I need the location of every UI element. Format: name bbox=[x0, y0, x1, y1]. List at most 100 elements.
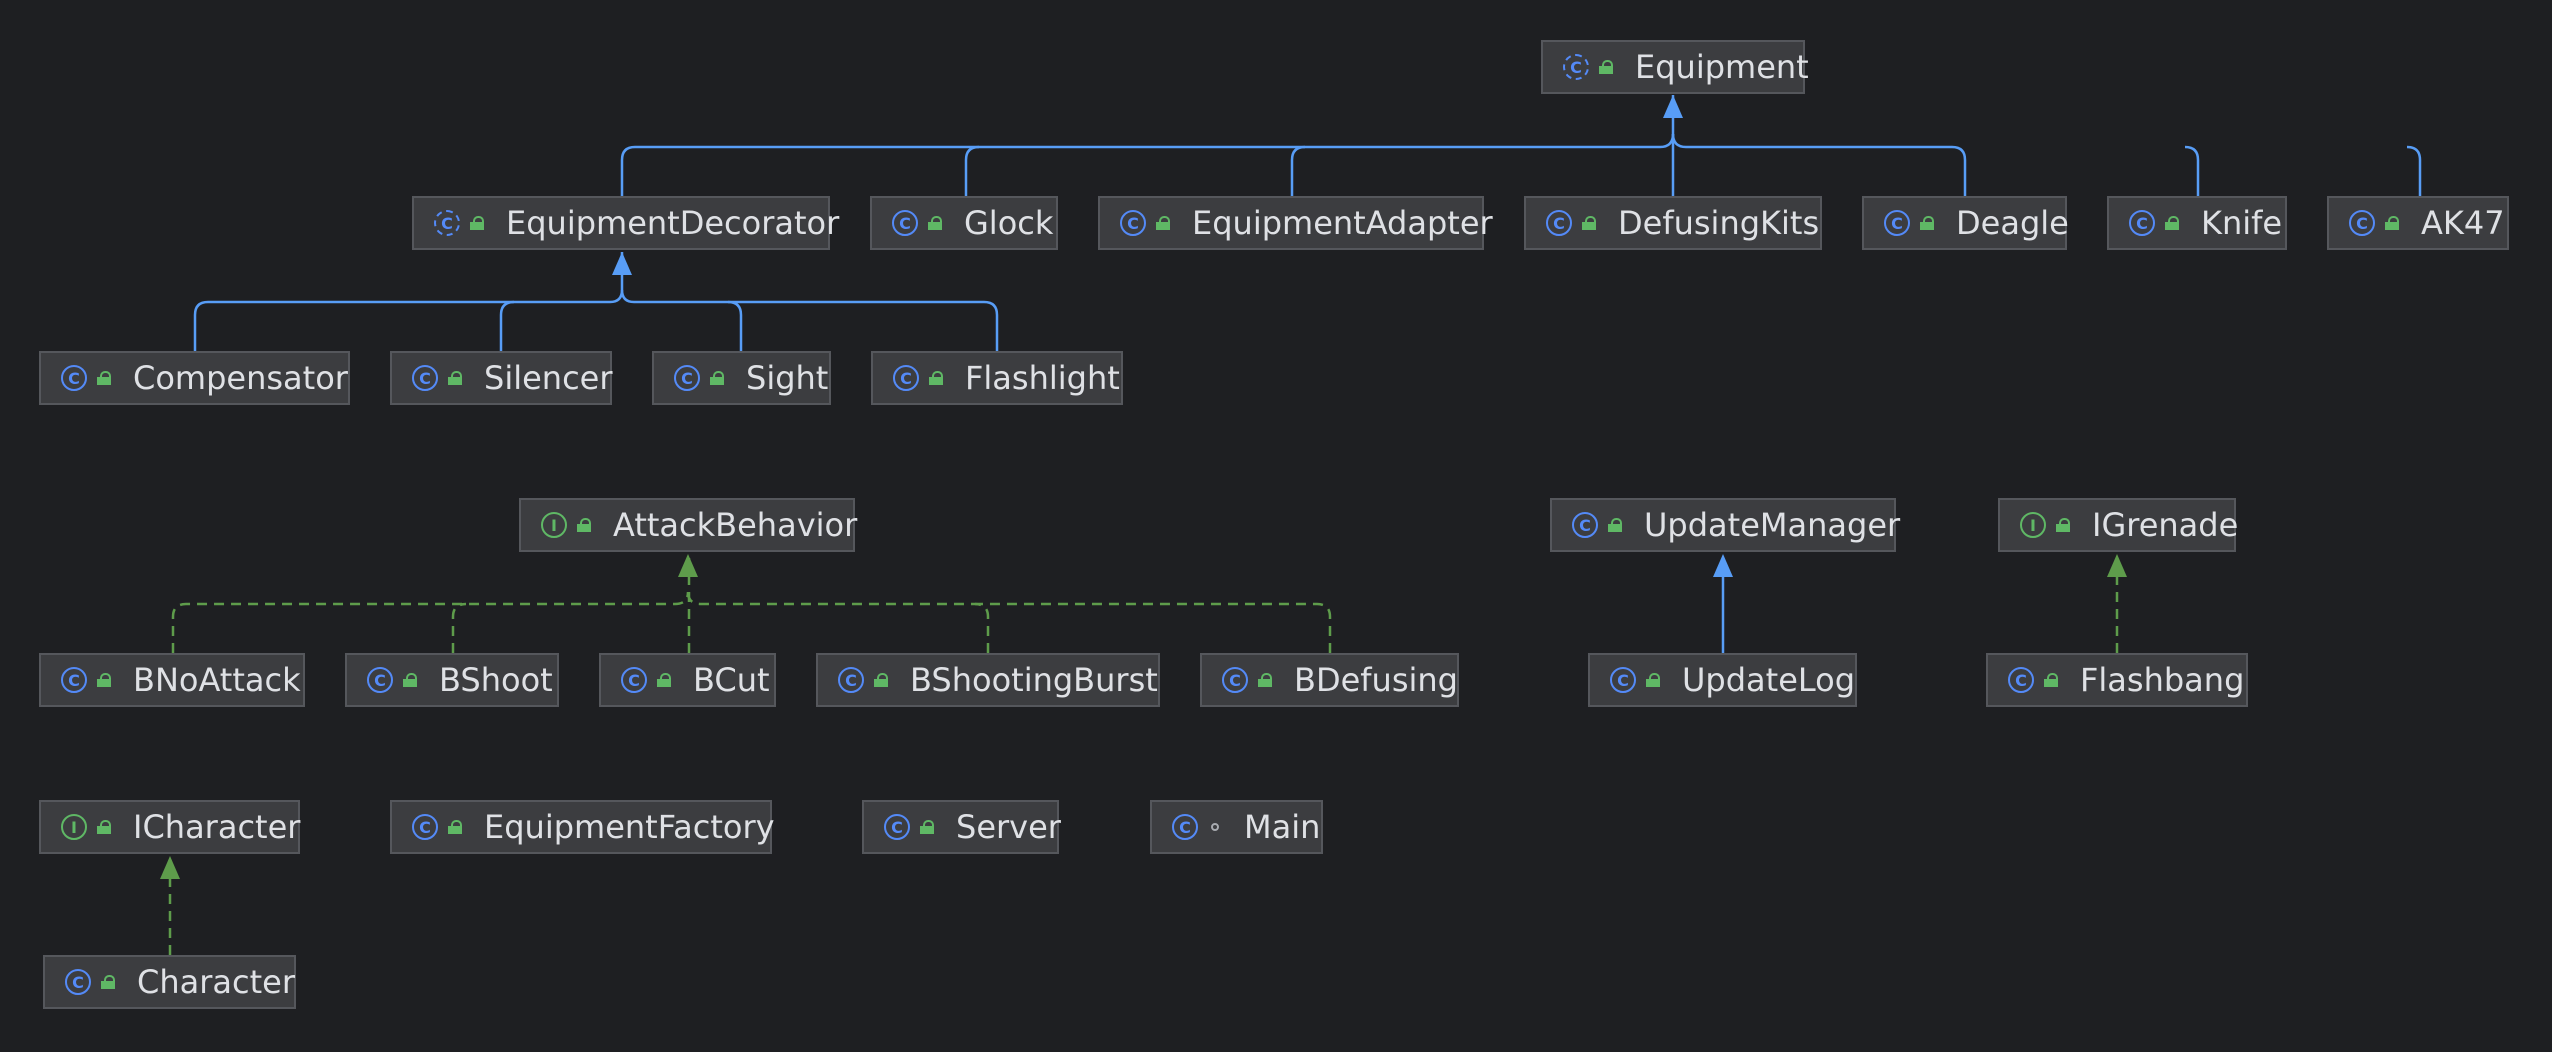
class-c-icon: C bbox=[674, 365, 700, 391]
edge-silencer-decorator bbox=[499, 300, 515, 351]
node-flashbang[interactable]: C Flashbang bbox=[1986, 653, 2248, 707]
node-knife[interactable]: C Knife bbox=[2107, 196, 2287, 250]
class-c-icon: C bbox=[412, 365, 438, 391]
class-c-icon: C bbox=[838, 667, 864, 693]
node-label: Glock bbox=[964, 204, 1054, 242]
node-ak47[interactable]: C AK47 bbox=[2327, 196, 2509, 250]
node-sight[interactable]: C Sight bbox=[652, 351, 831, 405]
public-lock-icon bbox=[2056, 518, 2070, 532]
node-bshootingburst[interactable]: C BShootingBurst bbox=[816, 653, 1160, 707]
node-attackbehavior[interactable]: I AttackBehavior bbox=[519, 498, 858, 552]
class-c-icon: C bbox=[1172, 814, 1198, 840]
equipment-extends-edges bbox=[620, 95, 2422, 198]
edge-knife-equipment bbox=[2184, 145, 2200, 198]
public-lock-icon bbox=[1608, 518, 1622, 532]
public-lock-icon bbox=[928, 216, 942, 230]
class-c-icon: C bbox=[893, 365, 919, 391]
public-lock-icon bbox=[101, 975, 115, 989]
edge-glock-equipment bbox=[964, 145, 980, 198]
class-c-icon: C bbox=[2129, 210, 2155, 236]
node-main[interactable]: C Main bbox=[1150, 800, 1323, 854]
edge-bnoattack-attackbehavior bbox=[171, 591, 690, 653]
public-lock-icon bbox=[1599, 60, 1613, 74]
node-equipmentdecorator[interactable]: C EquipmentDecorator bbox=[412, 196, 839, 250]
node-label: DefusingKits bbox=[1618, 204, 1820, 242]
node-label: UpdateLog bbox=[1682, 661, 1856, 699]
node-updatemanager[interactable]: C UpdateManager bbox=[1550, 498, 1900, 552]
node-label: BCut bbox=[693, 661, 770, 699]
node-bdefusing[interactable]: C BDefusing bbox=[1200, 653, 1459, 707]
edge-equipmentadapter-equipment bbox=[1290, 145, 1306, 198]
node-label: Knife bbox=[2201, 204, 2283, 242]
node-label: IGrenade bbox=[2092, 506, 2239, 544]
arrow-igrenade bbox=[2107, 554, 2127, 577]
class-c-icon: C bbox=[1222, 667, 1248, 693]
arrow-equipmentdecorator bbox=[612, 252, 632, 275]
decorator-extends-edges bbox=[193, 252, 999, 351]
node-icharacter[interactable]: I ICharacter bbox=[39, 800, 300, 854]
public-lock-icon bbox=[2165, 216, 2179, 230]
node-label: BNoAttack bbox=[133, 661, 301, 699]
node-equipment[interactable]: C Equipment bbox=[1541, 40, 1809, 94]
public-lock-icon bbox=[577, 518, 591, 532]
edge-compensator-decorator bbox=[193, 289, 624, 351]
node-label: Main bbox=[1244, 808, 1321, 846]
node-label: UpdateManager bbox=[1644, 506, 1901, 544]
node-label: AK47 bbox=[2421, 204, 2505, 242]
node-label: EquipmentAdapter bbox=[1192, 204, 1493, 242]
class-c-icon: C bbox=[412, 814, 438, 840]
node-silencer[interactable]: C Silencer bbox=[390, 351, 613, 405]
node-compensator[interactable]: C Compensator bbox=[39, 351, 350, 405]
public-lock-icon bbox=[2044, 673, 2058, 687]
class-c-icon: C bbox=[1546, 210, 1572, 236]
node-server[interactable]: C Server bbox=[862, 800, 1061, 854]
node-bshoot[interactable]: C BShoot bbox=[345, 653, 559, 707]
public-lock-icon bbox=[920, 820, 934, 834]
node-label: EquipmentDecorator bbox=[506, 204, 840, 242]
node-equipmentadapter[interactable]: C EquipmentAdapter bbox=[1098, 196, 1493, 250]
node-flashlight[interactable]: C Flashlight bbox=[871, 351, 1123, 405]
node-updatelog[interactable]: C UpdateLog bbox=[1588, 653, 1857, 707]
node-label: Compensator bbox=[133, 359, 348, 397]
public-lock-icon bbox=[448, 371, 462, 385]
node-bcut[interactable]: C BCut bbox=[599, 653, 776, 707]
node-glock[interactable]: C Glock bbox=[870, 196, 1058, 250]
class-c-icon: C bbox=[884, 814, 910, 840]
node-igrenade[interactable]: I IGrenade bbox=[1998, 498, 2239, 552]
node-defusingkits[interactable]: C DefusingKits bbox=[1524, 196, 1822, 250]
node-character[interactable]: C Character bbox=[43, 955, 296, 1009]
node-label: EquipmentFactory bbox=[484, 808, 775, 846]
node-label: Character bbox=[137, 963, 295, 1001]
node-label: BShootingBurst bbox=[910, 661, 1158, 699]
class-c-icon: C bbox=[61, 667, 87, 693]
node-label: BDefusing bbox=[1294, 661, 1458, 699]
edge-ak47-equipment bbox=[2406, 145, 2422, 198]
node-equipmentfactory[interactable]: C EquipmentFactory bbox=[390, 800, 775, 854]
node-label: Equipment bbox=[1635, 48, 1809, 86]
class-c-icon: C bbox=[2349, 210, 2375, 236]
arrow-attackbehavior bbox=[678, 554, 698, 577]
public-lock-icon bbox=[657, 673, 671, 687]
node-label: ICharacter bbox=[133, 808, 301, 846]
class-c-icon: C bbox=[61, 365, 87, 391]
node-label: Server bbox=[956, 808, 1061, 846]
edge-sight-decorator bbox=[620, 289, 743, 351]
class-c-icon: C bbox=[1120, 210, 1146, 236]
node-deagle[interactable]: C Deagle bbox=[1862, 196, 2069, 250]
public-lock-icon bbox=[1258, 673, 1272, 687]
package-private-icon bbox=[1208, 820, 1222, 834]
public-lock-icon bbox=[1646, 673, 1660, 687]
interface-i-icon: I bbox=[61, 814, 87, 840]
node-label: BShoot bbox=[439, 661, 553, 699]
node-label: AttackBehavior bbox=[613, 506, 858, 544]
edge-merge-left bbox=[1659, 133, 1675, 149]
public-lock-icon bbox=[97, 820, 111, 834]
node-bnoattack[interactable]: C BNoAttack bbox=[39, 653, 305, 707]
edge-flashlight-decorator bbox=[728, 300, 999, 351]
edge-bdefusing-attackbehavior bbox=[975, 602, 1332, 653]
edge-bshoot-attackbehavior bbox=[451, 602, 467, 653]
public-lock-icon bbox=[97, 371, 111, 385]
public-lock-icon bbox=[448, 820, 462, 834]
public-lock-icon bbox=[1920, 216, 1934, 230]
